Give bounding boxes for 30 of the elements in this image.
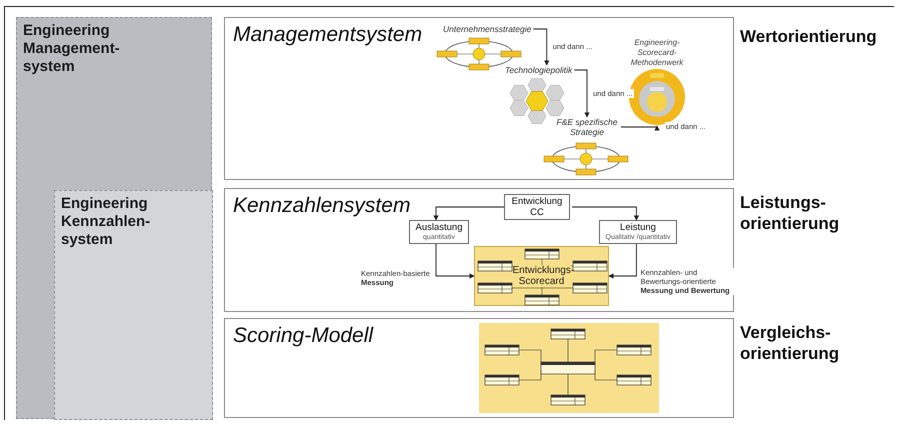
system-panel bbox=[224, 17, 734, 180]
step-label: F&E spezifische Strategie bbox=[555, 117, 619, 137]
system-band bbox=[16, 17, 212, 419]
arrow bbox=[433, 206, 504, 221]
box-title: Entwicklung CC bbox=[510, 196, 564, 218]
arrow bbox=[574, 70, 590, 118]
band-title: Engineering Management-system bbox=[23, 22, 121, 76]
box-title: Auslastung bbox=[415, 222, 462, 233]
ring-caption: Engineering-Scorecard-Methodenwerk bbox=[630, 38, 684, 68]
system-band bbox=[54, 190, 213, 420]
panel-title: Managementsystem bbox=[233, 23, 422, 47]
system-panel bbox=[224, 188, 734, 312]
orientation-label: Wertorientierung bbox=[740, 26, 877, 47]
process-box bbox=[599, 220, 677, 244]
step-label: Technologiepolitik bbox=[505, 65, 572, 75]
orientation-label: Vergleichs-orientierung bbox=[740, 322, 840, 364]
system-panel bbox=[224, 318, 734, 418]
arrow bbox=[436, 244, 475, 279]
step-label: Unternehmensstrategie bbox=[443, 24, 532, 34]
panel-title: Scoring-Modell bbox=[233, 324, 374, 348]
arrow bbox=[572, 206, 640, 221]
arrow bbox=[608, 244, 637, 279]
process-box bbox=[409, 220, 469, 244]
arrow bbox=[620, 125, 660, 131]
box-title: Leistung bbox=[620, 222, 656, 233]
band-title: Engineering Kennzahlen-system bbox=[61, 195, 152, 249]
panel-title: Kennzahlensystem bbox=[233, 194, 410, 218]
orientation-label: Leistungs-orientierung bbox=[740, 192, 840, 234]
process-box bbox=[504, 194, 570, 220]
arrow bbox=[532, 28, 550, 66]
